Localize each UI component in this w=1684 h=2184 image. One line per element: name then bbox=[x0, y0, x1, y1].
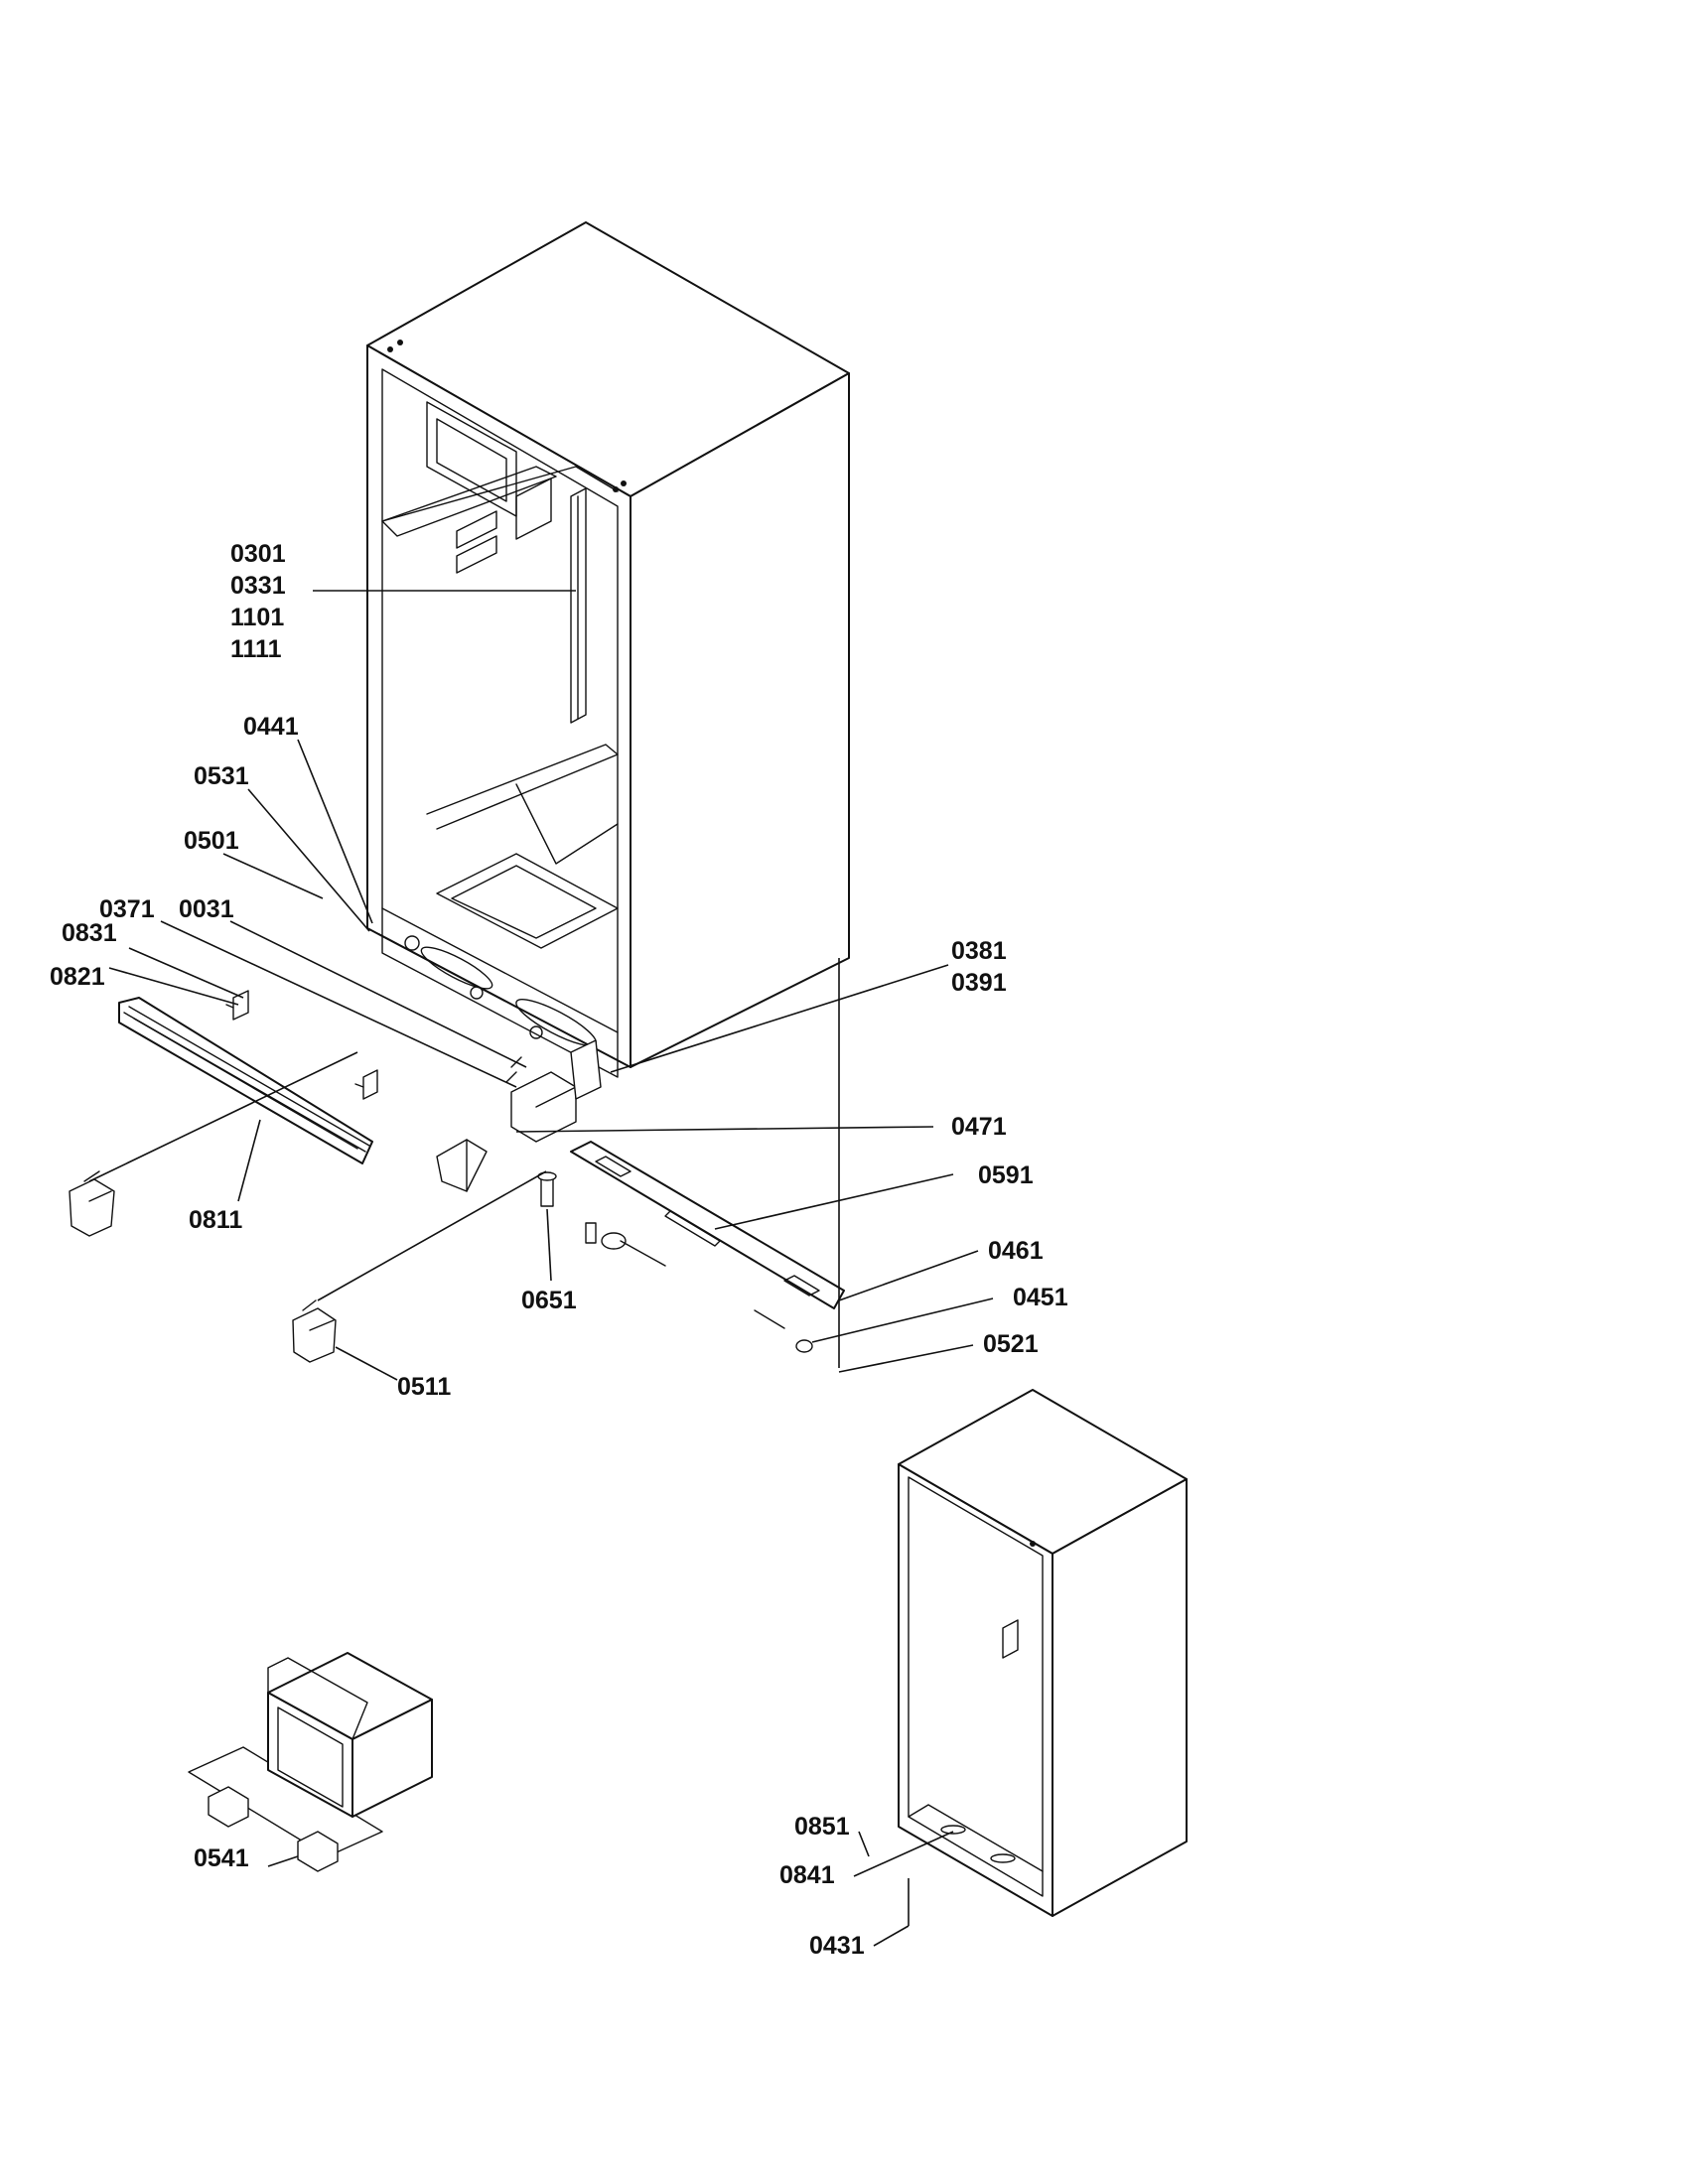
callout-0841: 0841 bbox=[779, 1861, 835, 1889]
small-cabinet bbox=[898, 1389, 1188, 1917]
callout-0591: 0591 bbox=[978, 1161, 1034, 1189]
callout-0511: 0511 bbox=[397, 1373, 451, 1401]
callout-0441: 0441 bbox=[243, 713, 299, 741]
callout-1101: 1101 bbox=[230, 604, 284, 631]
callout-0521: 0521 bbox=[983, 1330, 1039, 1358]
callout-0301: 0301 bbox=[230, 540, 286, 568]
callout-0501: 0501 bbox=[184, 827, 239, 855]
callout-0431: 0431 bbox=[809, 1932, 865, 1960]
callout-0371: 0371 bbox=[99, 895, 155, 923]
callout-0831: 0831 bbox=[62, 919, 117, 947]
shipping-base bbox=[188, 1652, 433, 1872]
callout-0811: 0811 bbox=[189, 1206, 242, 1234]
screw-0651 bbox=[537, 1171, 557, 1207]
callout-0031: 0031 bbox=[179, 895, 234, 923]
leader-lines bbox=[88, 590, 994, 1947]
bracket-0371 bbox=[436, 1139, 488, 1192]
clip-0831 bbox=[354, 1069, 378, 1100]
main-cabinet bbox=[366, 221, 850, 1078]
callout-0531: 0531 bbox=[194, 762, 249, 790]
callout-0851: 0851 bbox=[794, 1813, 850, 1841]
switch-left bbox=[69, 1170, 115, 1237]
valve-assembly-0471 bbox=[505, 1039, 602, 1143]
callout-labels: 0301 0331 1101 1111 0441 0531 0501 0371 … bbox=[50, 540, 1068, 1960]
callout-0651: 0651 bbox=[521, 1287, 577, 1314]
callout-0451: 0451 bbox=[1013, 1284, 1068, 1311]
callout-0381: 0381 bbox=[951, 937, 1007, 965]
switch-0511 bbox=[292, 1299, 337, 1363]
fan-motor-parts bbox=[585, 1222, 813, 1353]
callout-1111: 1111 bbox=[230, 635, 282, 663]
bottom-rail-0591 bbox=[570, 1141, 845, 1309]
callout-0331: 0331 bbox=[230, 572, 286, 600]
kick-plate-grille bbox=[118, 997, 373, 1164]
callout-0471: 0471 bbox=[951, 1113, 1007, 1141]
callout-0821: 0821 bbox=[50, 963, 105, 991]
callout-0391: 0391 bbox=[951, 969, 1007, 997]
callout-0461: 0461 bbox=[988, 1237, 1044, 1265]
callout-0541: 0541 bbox=[194, 1844, 249, 1872]
clip-0821 bbox=[225, 990, 249, 1021]
